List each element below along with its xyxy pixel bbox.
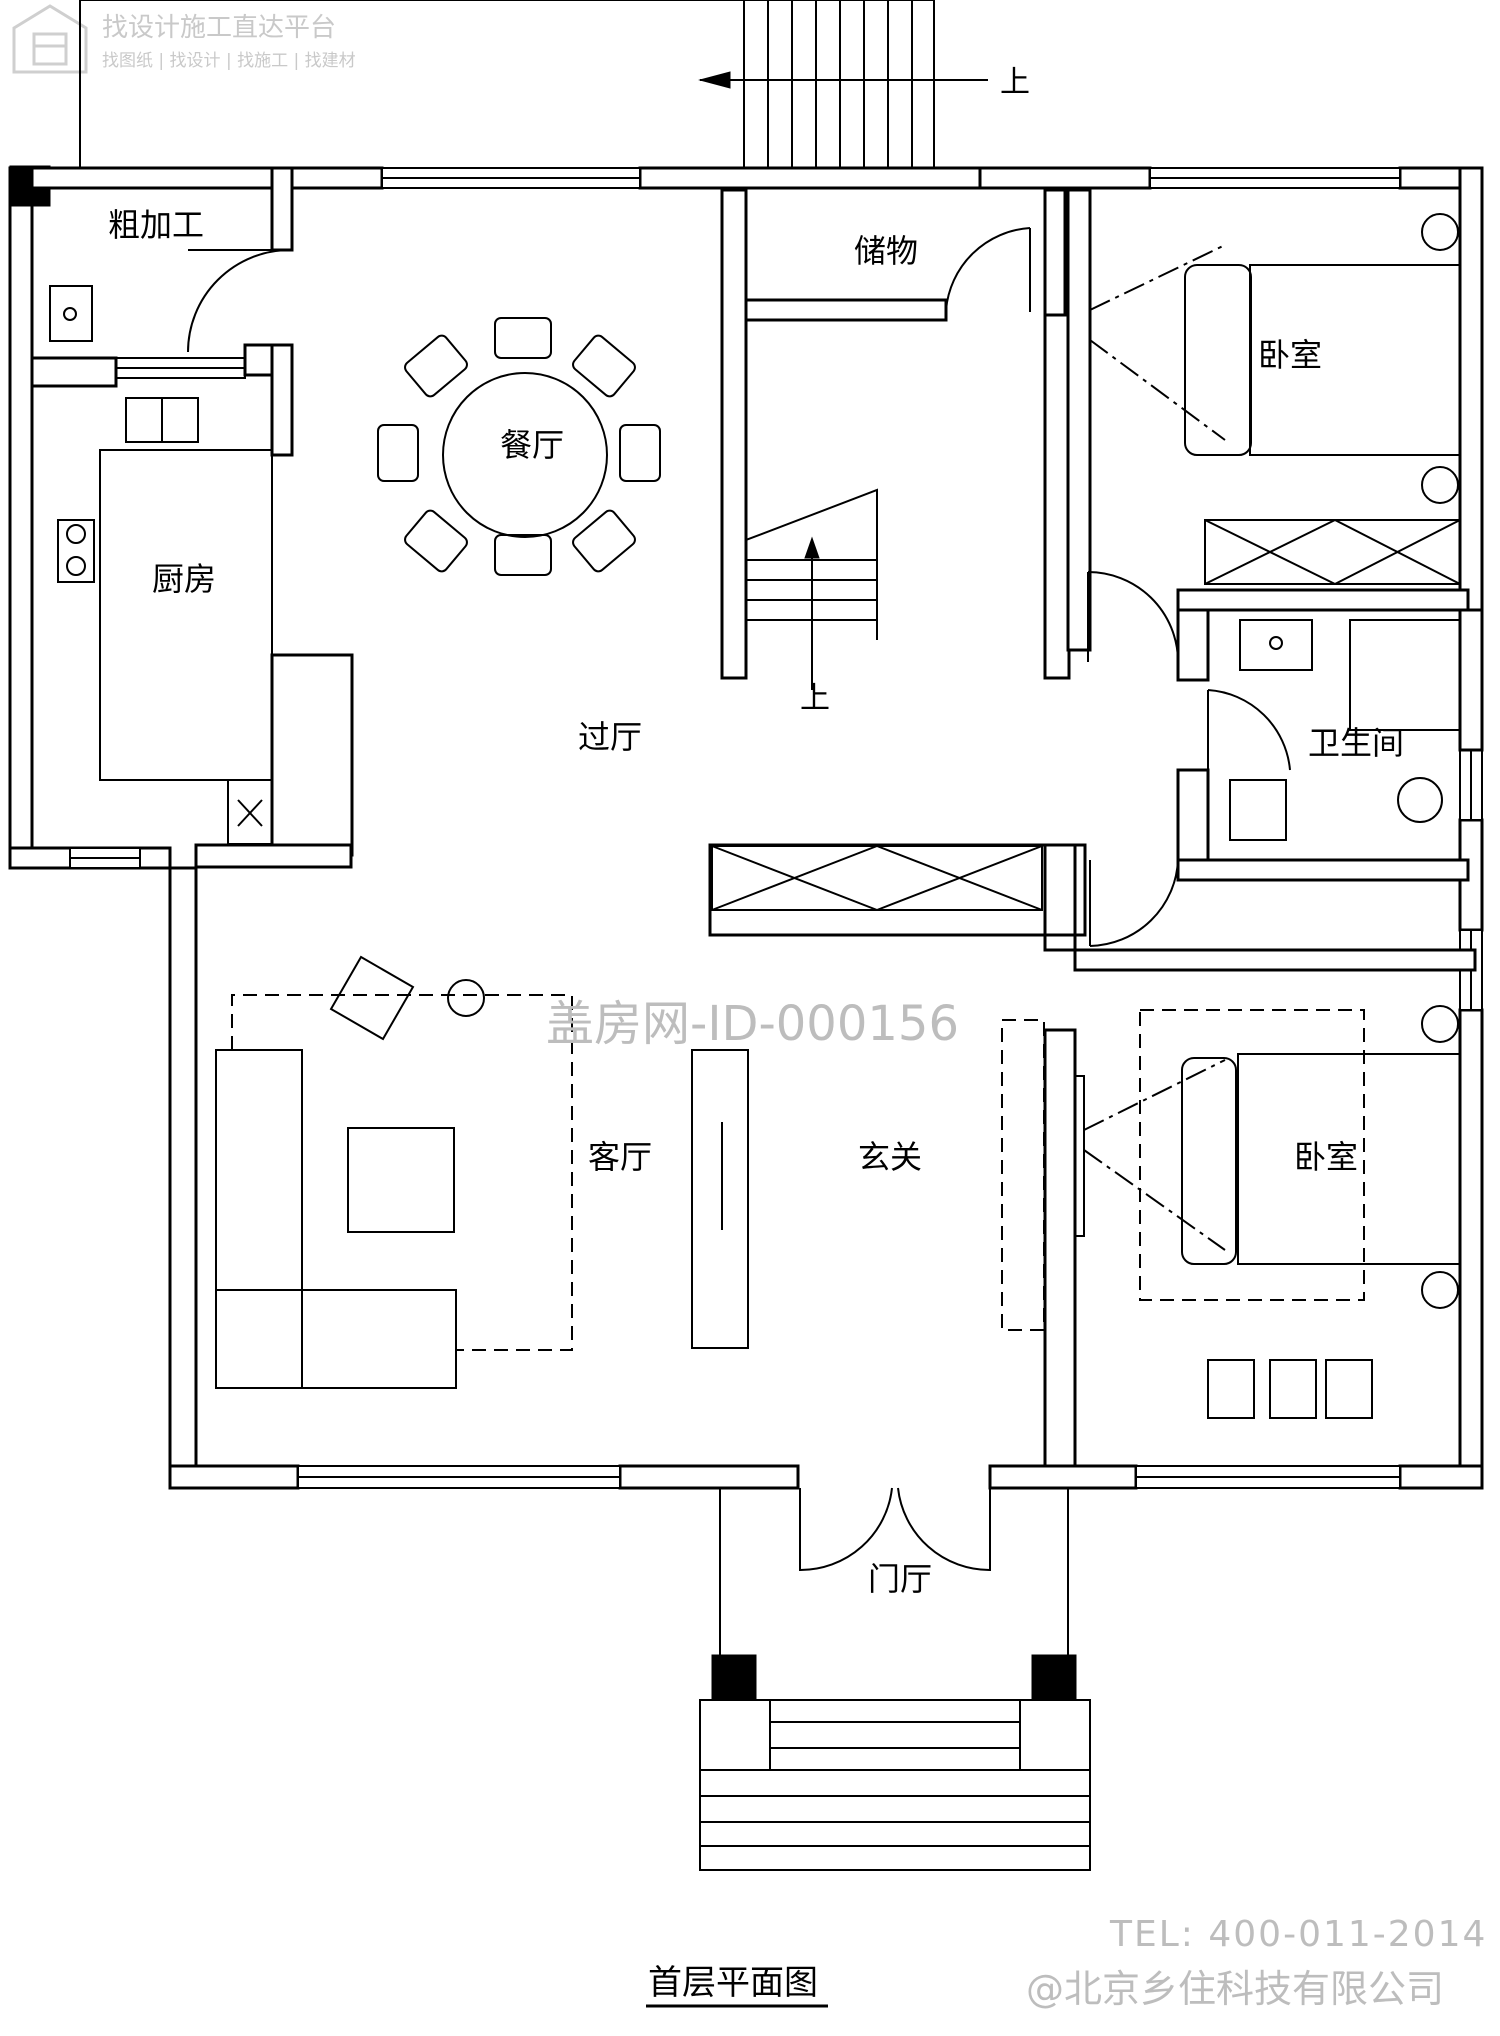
indoor-stair-up-label: 上 (800, 681, 830, 716)
interior-stair (745, 488, 878, 690)
company-watermark: @北京乡住科技有限公司 (1026, 1967, 1444, 2011)
foyer-cabinet (711, 845, 1045, 1331)
rear-exterior-stair (698, 0, 988, 169)
platform-subtitle-watermark: 找图纸 | 找设计 | 找施工 | 找建材 (102, 51, 356, 71)
interior-walls (30, 166, 1484, 1468)
living-room-furniture (215, 955, 749, 1389)
room-label-bedroom-north: 卧室 (1258, 336, 1322, 374)
room-label-bathroom: 卫生间 (1308, 724, 1404, 762)
site-boundary-line (79, 0, 744, 168)
room-label-kitchen: 厨房 (152, 560, 216, 598)
front-porch-steps (699, 1488, 1091, 1871)
room-label-rough-prep: 粗加工 (108, 206, 204, 244)
room-label-dining: 餐厅 (500, 426, 564, 464)
outdoor-stair-up-label: 上 (1000, 65, 1030, 100)
drawing-title: 首层平面图 (648, 1963, 818, 2003)
doors (187, 227, 1291, 1572)
north-bedroom-furniture (1089, 213, 1461, 585)
room-label-hall: 过厅 (578, 718, 642, 756)
room-label-living: 客厅 (588, 1138, 652, 1176)
kitchen-fixtures (57, 397, 273, 845)
dining-table (377, 317, 661, 576)
utility-sink (49, 285, 93, 342)
bathroom-fixtures (1229, 619, 1461, 841)
south-bedroom-furniture (1083, 1005, 1461, 1419)
room-label-storage: 储物 (854, 232, 918, 270)
room-label-bedroom-south: 卧室 (1294, 1138, 1358, 1176)
platform-title-watermark: 找设计施工直达平台 (102, 13, 336, 43)
site-id-watermark: 盖房网-ID-000156 (546, 996, 959, 1052)
room-label-foyer: 玄关 (858, 1138, 922, 1176)
tel-watermark: TEL: 400-011-2014 (1109, 1914, 1487, 1955)
room-label-entry-porch: 门厅 (868, 1560, 932, 1598)
platform-logo (12, 4, 88, 74)
